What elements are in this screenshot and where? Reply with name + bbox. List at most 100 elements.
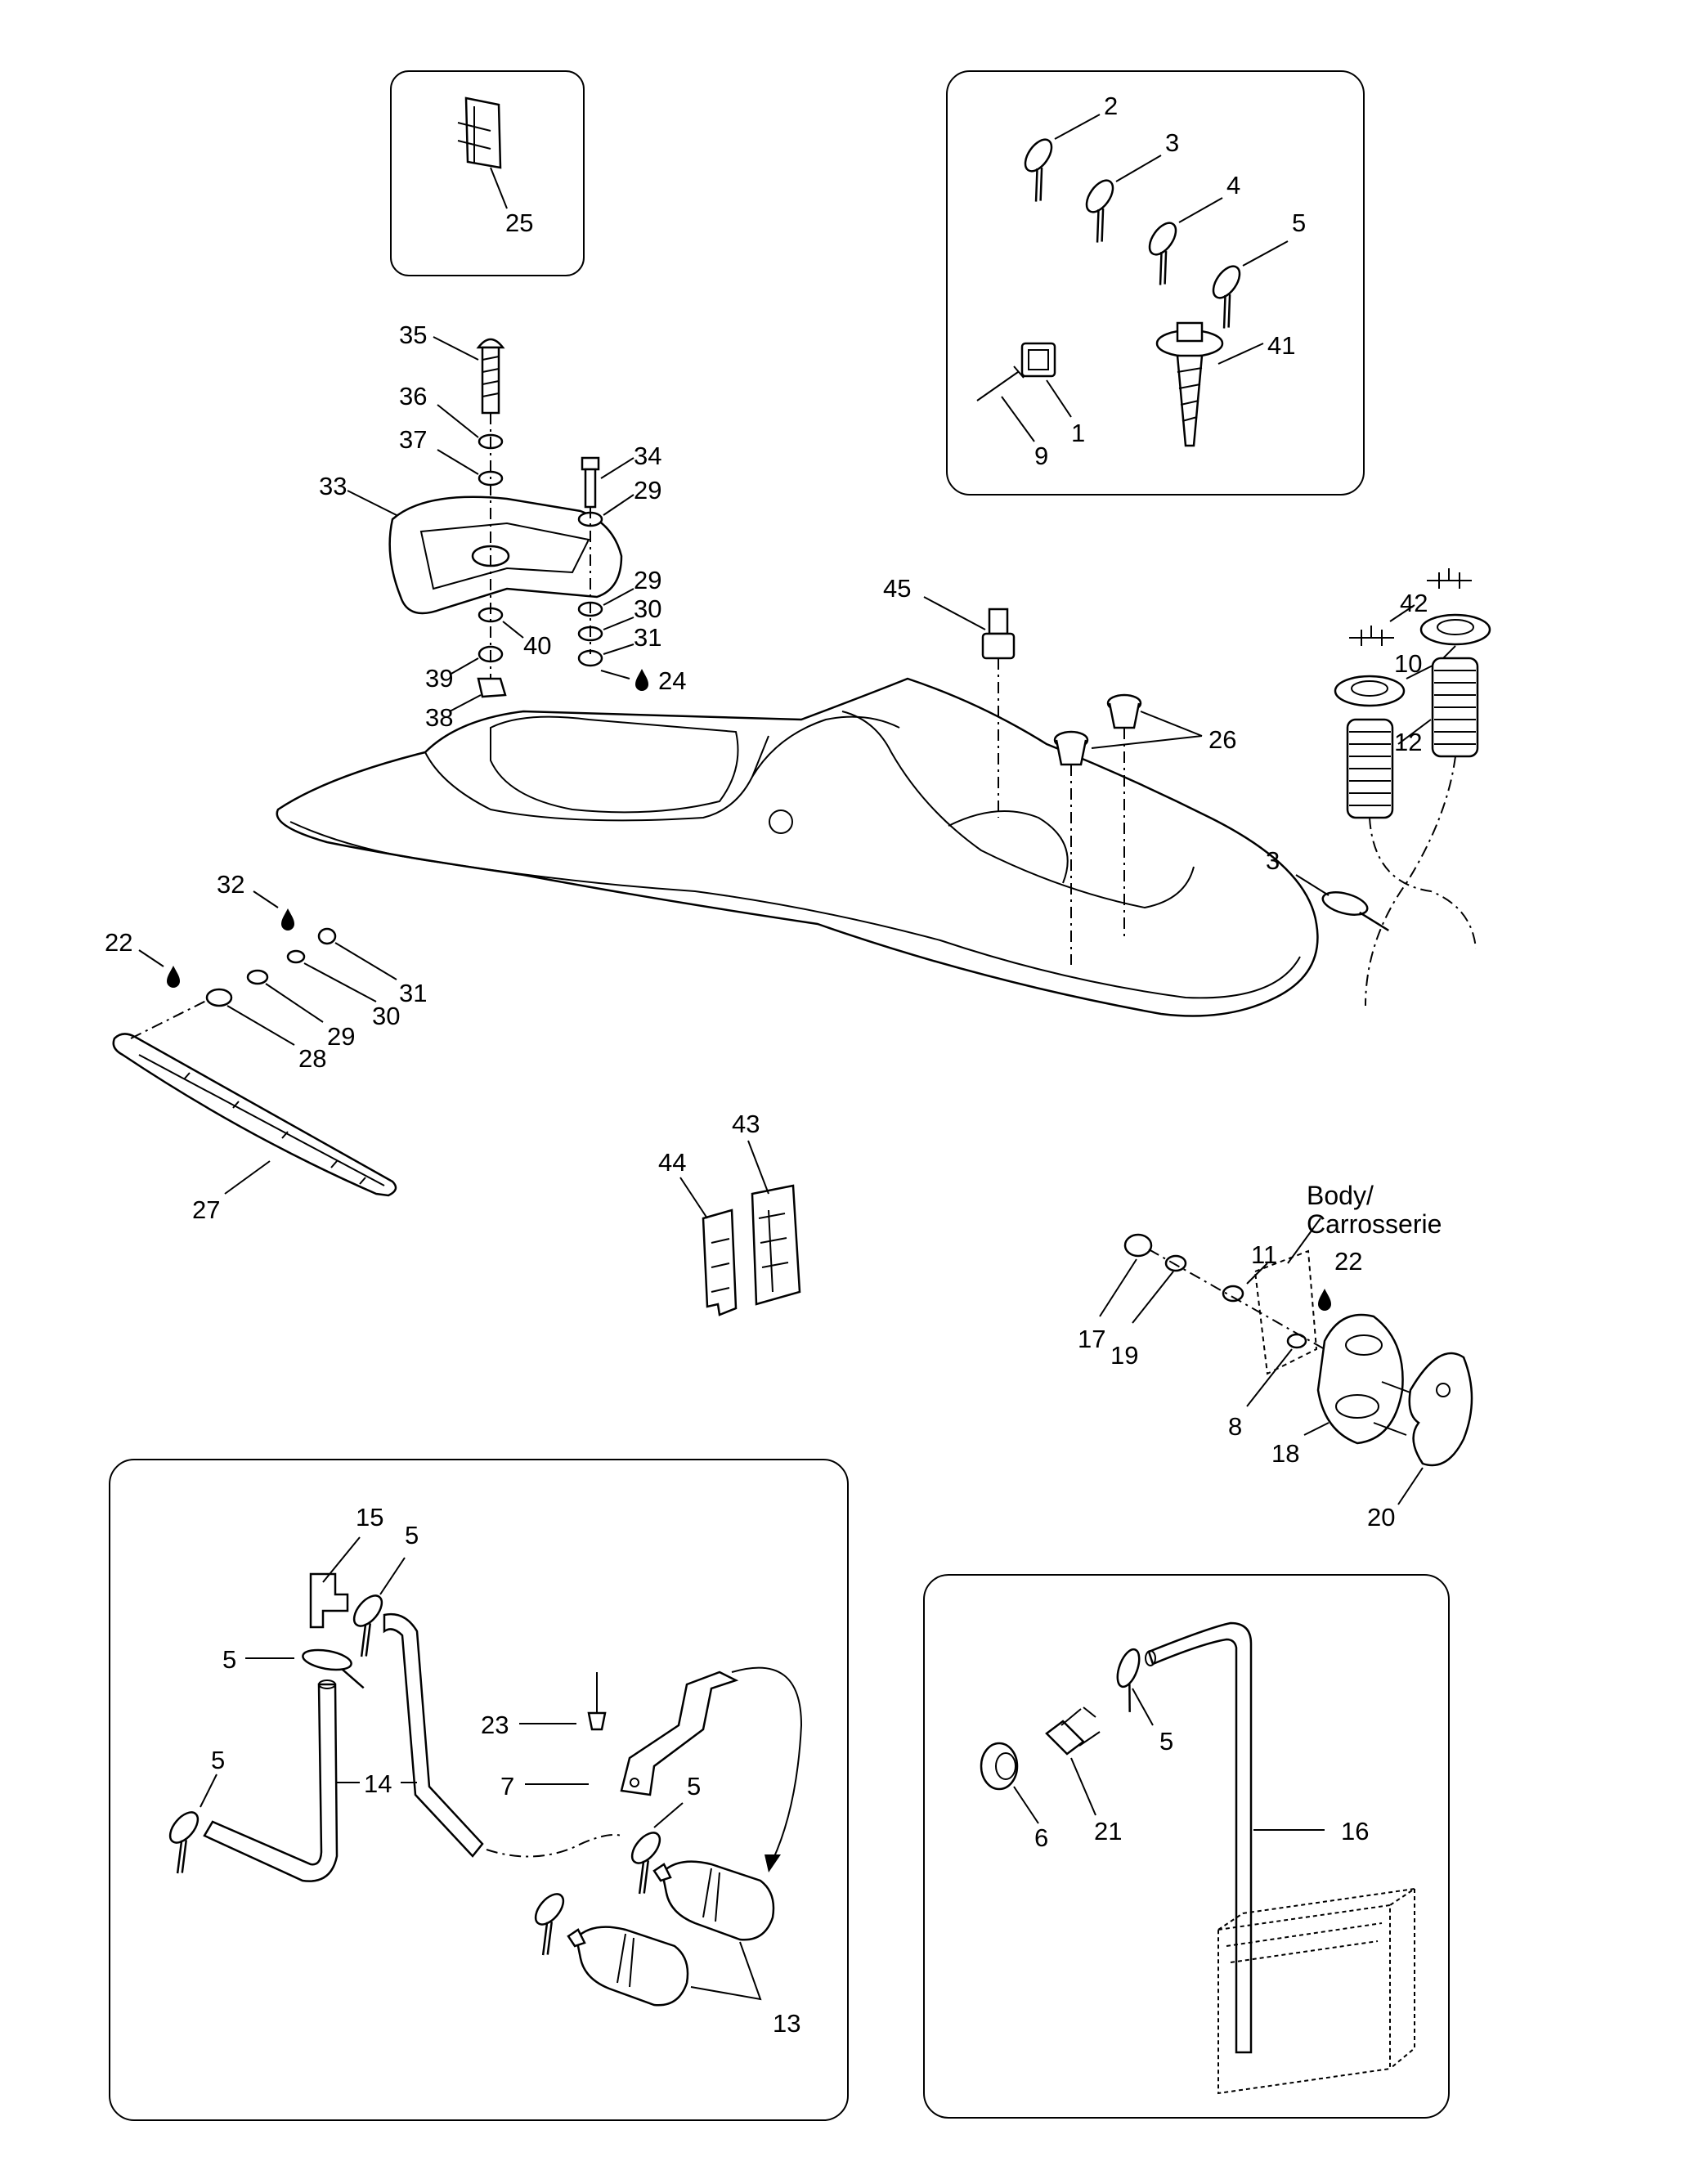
- leader-5-top: [1242, 240, 1289, 267]
- callout-16: 16: [1341, 1817, 1369, 1845]
- leader-5a: [379, 1557, 406, 1595]
- bracket-part-44: [702, 1209, 738, 1316]
- leader-17: [1099, 1258, 1137, 1317]
- washer-part-19: [1164, 1254, 1187, 1272]
- bracket-part-7: [620, 1671, 739, 1796]
- leader-1: [1046, 379, 1072, 418]
- axis-27: [130, 993, 222, 1039]
- hose-routing-14: [486, 1834, 622, 1858]
- leader-40: [502, 621, 524, 639]
- hose-part-12b: [1431, 657, 1479, 758]
- leader-6: [1013, 1786, 1039, 1824]
- cable-tie-5-top: [1195, 260, 1261, 332]
- handle-part-33: [388, 496, 623, 615]
- drop-icon-24: [635, 669, 648, 691]
- callout-8: 8: [1228, 1412, 1242, 1441]
- cable-tie-4: [1131, 217, 1197, 289]
- cable-tie-5b: [302, 1648, 365, 1689]
- leader-36: [437, 404, 479, 438]
- cable-tie-3: [1068, 174, 1134, 246]
- leader-13: [690, 1941, 762, 2001]
- callout-22-right: 22: [1334, 1247, 1362, 1276]
- callout-27: 27: [192, 1195, 220, 1224]
- nut-part-17: [1123, 1233, 1153, 1258]
- body-label-line1: Body/: [1307, 1181, 1374, 1210]
- clip-part-20: [1408, 1352, 1473, 1467]
- grommet-part-10b: [1419, 613, 1491, 646]
- callout-20: 20: [1367, 1503, 1395, 1531]
- washer-part-29c: [246, 969, 269, 985]
- screw-part-35: [476, 338, 505, 415]
- leader-22-left: [138, 949, 164, 967]
- callout-32: 32: [217, 870, 244, 899]
- callout-3: 3: [1165, 128, 1179, 157]
- nut-part-38: [477, 677, 507, 698]
- callout-24: 24: [658, 666, 686, 695]
- callout-17: 17: [1078, 1325, 1105, 1353]
- callout-37: 37: [399, 425, 427, 454]
- vent-part-13b: [567, 1926, 689, 2007]
- callout-13: 13: [773, 2009, 800, 2038]
- leader-4: [1178, 197, 1223, 223]
- axis-26: [1070, 728, 1125, 965]
- leader-27: [224, 1160, 271, 1195]
- drop-icon-22-right: [1318, 1289, 1331, 1311]
- bracket-part-43: [751, 1184, 801, 1306]
- callout-6: 6: [1034, 1823, 1048, 1852]
- callout-41: 41: [1267, 331, 1295, 360]
- hose-part-14-left: [203, 1683, 339, 1882]
- hose-part-14-right: [383, 1612, 484, 1858]
- leader-39: [449, 657, 479, 675]
- vent-tube-part-16: [1147, 1621, 1253, 2054]
- callout-22-left: 22: [105, 928, 132, 957]
- cable-tie-5c: [150, 1806, 218, 1877]
- callout-2: 2: [1104, 92, 1118, 120]
- callout-18: 18: [1271, 1439, 1299, 1468]
- leader-45: [923, 596, 986, 630]
- vent-part-13a: [652, 1860, 775, 1941]
- callout-33: 33: [319, 472, 347, 500]
- leader-3-right: [1295, 874, 1330, 896]
- fitting-part-45: [981, 608, 1016, 660]
- callout-10: 10: [1394, 649, 1422, 678]
- callout-1: 1: [1071, 419, 1085, 447]
- leader-44: [679, 1177, 708, 1219]
- detail-box-vent: [109, 1459, 849, 2121]
- grommet-part-10a: [1334, 675, 1406, 707]
- tube-end-16: [1145, 1650, 1156, 1666]
- hull-body: [276, 677, 1319, 1017]
- leader-5d: [653, 1802, 684, 1828]
- leader-29a: [603, 494, 634, 516]
- callout-25: 25: [505, 209, 533, 237]
- leader-29c: [265, 983, 324, 1023]
- callout-5b: 5: [222, 1645, 236, 1674]
- hose-end-14: [318, 1679, 336, 1689]
- rivet-part-9: [976, 365, 1025, 401]
- callout-31c: 31: [399, 979, 427, 1007]
- washer-part-30c: [286, 949, 306, 964]
- callout-43: 43: [732, 1110, 760, 1138]
- callout-36: 36: [399, 382, 427, 410]
- leader-19: [1132, 1271, 1174, 1324]
- leader-42: [1389, 604, 1415, 622]
- detail-box-ties: [946, 70, 1365, 496]
- callout-9: 9: [1034, 442, 1048, 470]
- callout-35: 35: [399, 321, 427, 349]
- callout-39: 39: [425, 664, 453, 693]
- callout-5a: 5: [405, 1521, 419, 1549]
- mount-part-1: [1020, 342, 1056, 378]
- leader-15: [322, 1536, 361, 1583]
- cable-tie-5e: [515, 1888, 584, 1958]
- callout-11: 11: [1251, 1240, 1277, 1269]
- callout-29c: 29: [327, 1022, 355, 1051]
- callout-44: 44: [658, 1148, 686, 1177]
- callout-34: 34: [634, 442, 661, 470]
- leader-33: [347, 490, 397, 516]
- leader-25: [490, 167, 508, 209]
- leader-8: [1246, 1348, 1293, 1407]
- callout-29a: 29: [634, 476, 661, 505]
- callout-23: 23: [481, 1711, 509, 1739]
- callout-45: 45: [883, 574, 911, 603]
- callout-29b: 29: [634, 566, 661, 594]
